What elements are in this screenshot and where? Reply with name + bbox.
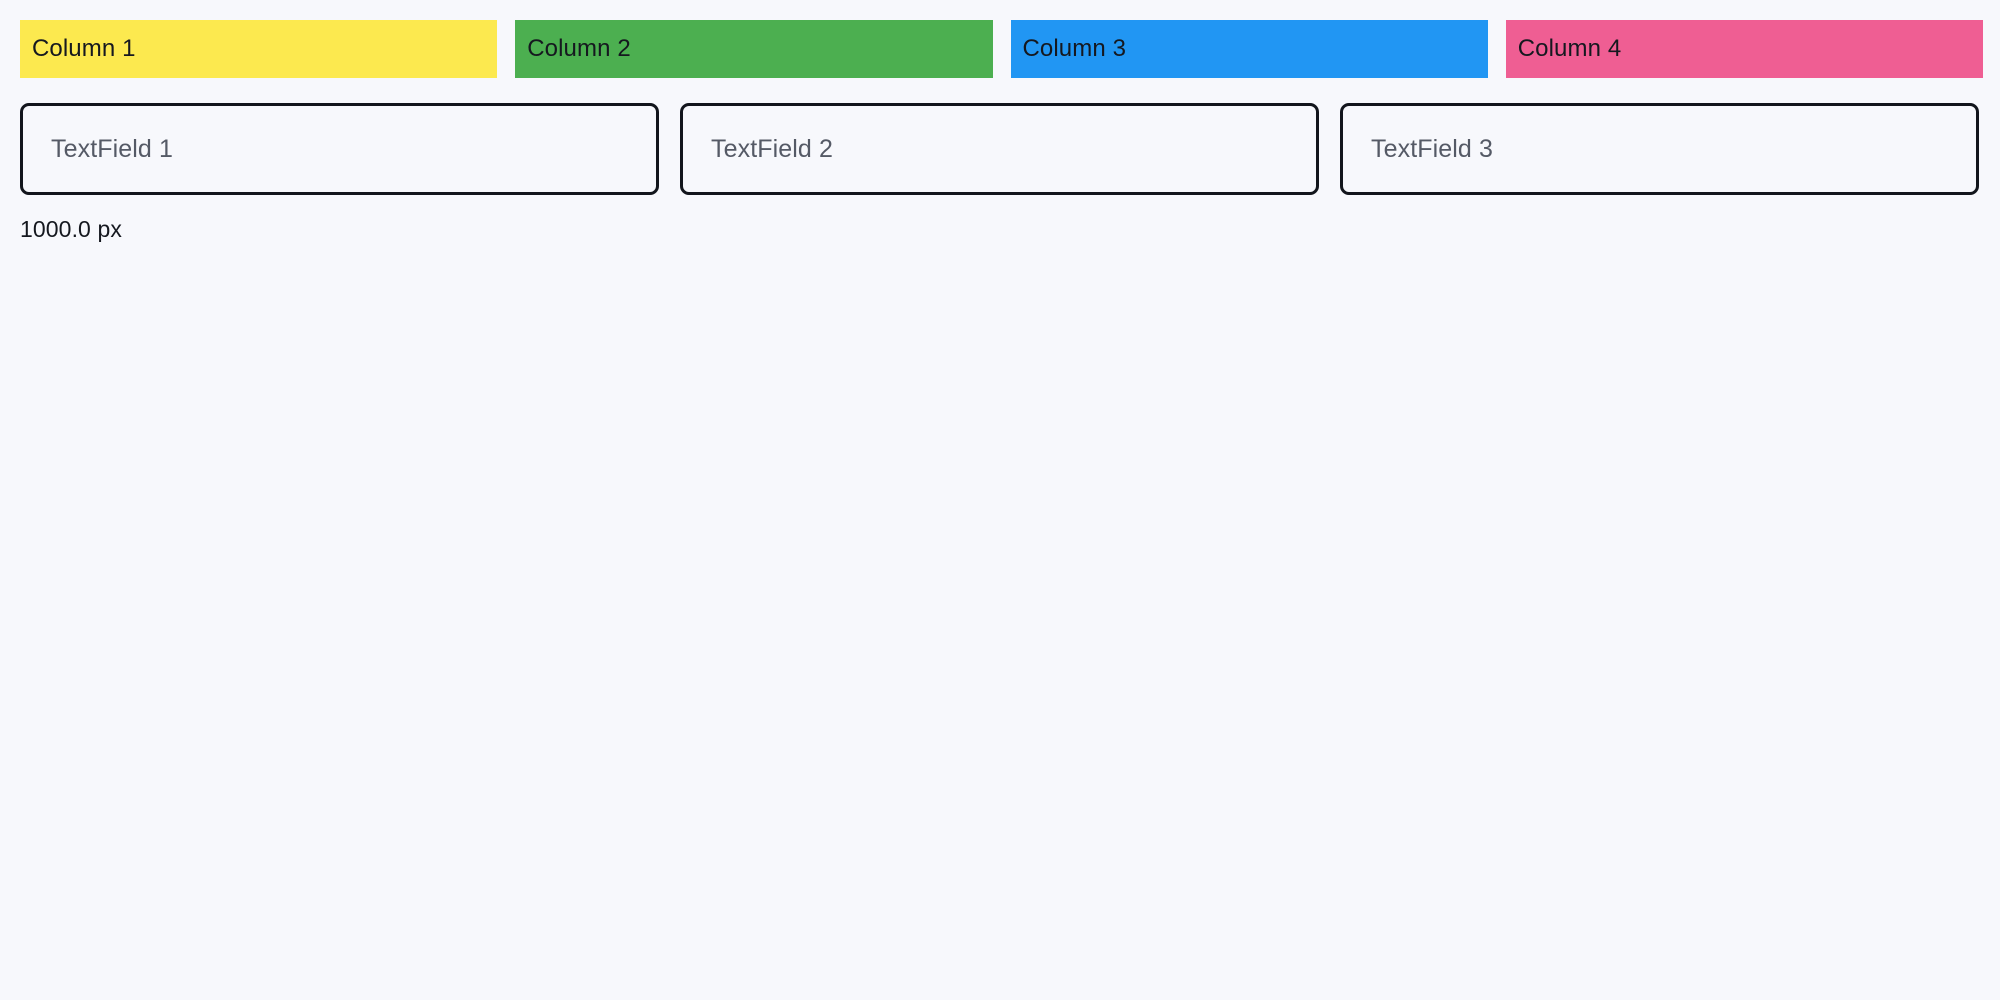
text-fields-row: TextField 1 TextField 2 TextField 3	[20, 103, 1979, 195]
column-bar-1[interactable]: Column 1	[20, 20, 498, 78]
width-status-text: 1000.0 px	[20, 216, 122, 242]
column-bar-2[interactable]: Column 2	[515, 20, 993, 78]
text-field-2[interactable]: TextField 2	[680, 103, 1319, 195]
column-bar-4[interactable]: Column 4	[1505, 20, 1983, 78]
columns-row: Column 1 Column 2 Column 3 Column 4	[20, 20, 1983, 78]
column-bar-label: Column 2	[527, 35, 631, 62]
text-field-1[interactable]: TextField 1	[20, 103, 659, 195]
text-field-placeholder: TextField 2	[711, 134, 833, 163]
column-bar-label: Column 1	[32, 35, 136, 62]
text-field-placeholder: TextField 3	[1371, 134, 1493, 163]
text-field-3[interactable]: TextField 3	[1340, 103, 1979, 195]
column-bar-label: Column 3	[1022, 35, 1127, 62]
column-bar-label: Column 4	[1517, 35, 1622, 62]
column-bar-3[interactable]: Column 3	[1010, 20, 1488, 78]
text-field-placeholder: TextField 1	[51, 134, 173, 163]
